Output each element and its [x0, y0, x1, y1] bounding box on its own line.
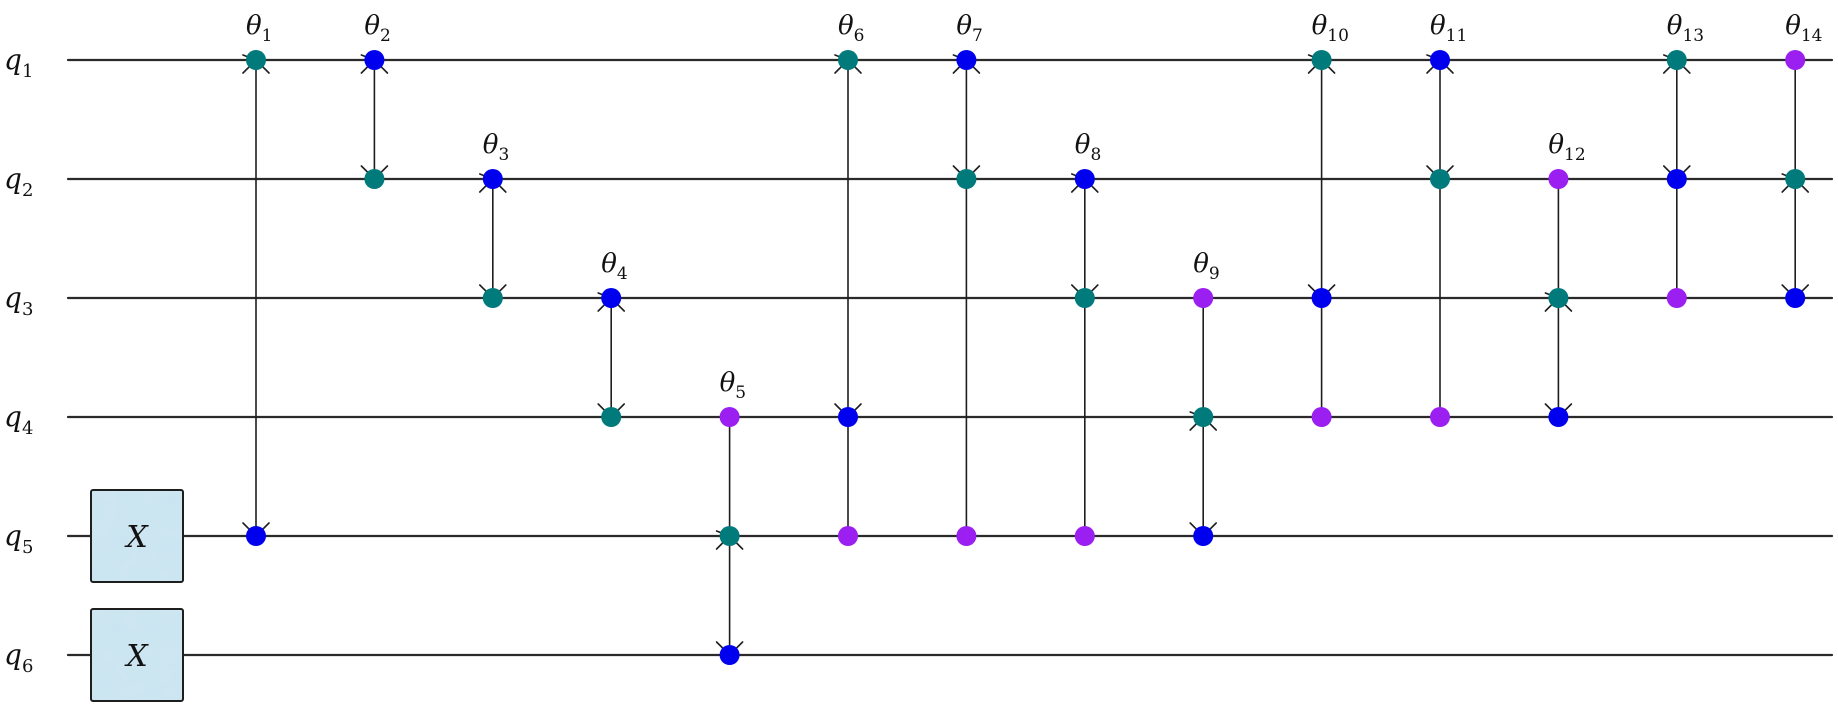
control-node-purple [1074, 526, 1095, 546]
gate-theta-2: θ2 [360, 11, 391, 189]
theta-label-3: θ3 [483, 130, 509, 165]
control-node-teal [246, 50, 266, 70]
gate-theta-13: θ13 [1663, 11, 1704, 308]
x-gate-label-q5: X [124, 520, 149, 555]
control-node-purple [1548, 169, 1569, 189]
qubit-label-q4: q4 [4, 400, 33, 439]
control-node-blue [601, 288, 622, 308]
control-node-blue [1074, 169, 1095, 189]
theta-label-7: θ7 [956, 11, 982, 46]
control-node-teal [1311, 50, 1332, 70]
control-node-teal [719, 526, 740, 546]
control-node-purple [838, 526, 858, 546]
control-node-purple [1193, 288, 1214, 308]
gate-theta-14: θ14 [1781, 11, 1822, 308]
theta-label-12: θ12 [1548, 130, 1585, 165]
control-node-teal [601, 407, 622, 427]
control-node-blue [1548, 407, 1569, 427]
control-node-purple [1785, 50, 1806, 70]
control-node-blue [719, 645, 740, 665]
control-node-blue [364, 50, 385, 70]
control-node-teal [482, 288, 503, 308]
gate-theta-6: θ6 [834, 11, 864, 546]
control-node-blue [1666, 169, 1687, 189]
theta-label-9: θ9 [1193, 249, 1219, 284]
x-gate-q5: X [90, 489, 184, 583]
control-node-teal [1548, 288, 1569, 308]
control-node-blue [246, 526, 266, 546]
control-node-teal [1193, 407, 1214, 427]
control-node-teal [1785, 169, 1806, 189]
control-node-blue [956, 50, 977, 70]
gate-theta-7: θ7 [952, 11, 983, 546]
gate-theta-9: θ9 [1189, 249, 1220, 546]
qubit-label-q2: q2 [4, 162, 33, 201]
control-node-purple [1666, 288, 1687, 308]
theta-label-11: θ11 [1430, 11, 1467, 46]
control-node-purple [1430, 407, 1450, 427]
control-node-blue [838, 407, 858, 427]
theta-label-4: θ4 [601, 249, 627, 284]
control-node-purple [1311, 407, 1332, 427]
control-node-teal [364, 169, 385, 189]
control-node-blue [1430, 50, 1450, 70]
gate-theta-10: θ10 [1307, 11, 1349, 427]
control-node-blue [482, 169, 503, 189]
theta-label-10: θ10 [1312, 11, 1349, 46]
control-node-blue [1193, 526, 1214, 546]
gate-theta-1: θ1 [242, 11, 272, 546]
control-node-blue [1785, 288, 1806, 308]
control-node-purple [956, 526, 977, 546]
qubit-label-q3: q3 [4, 281, 33, 320]
gate-theta-3: θ3 [479, 130, 509, 308]
theta-label-8: θ8 [1075, 130, 1101, 165]
control-node-teal [956, 169, 977, 189]
control-node-teal [1666, 50, 1687, 70]
gate-theta-12: θ12 [1544, 130, 1586, 427]
theta-label-13: θ13 [1667, 11, 1704, 46]
control-node-teal [838, 50, 858, 70]
control-node-purple [719, 407, 740, 427]
qubit-label-q6: q6 [4, 638, 33, 677]
theta-label-6: θ6 [838, 11, 864, 46]
control-node-teal [1074, 288, 1095, 308]
x-gate-label-q6: X [124, 639, 149, 674]
gate-theta-8: θ8 [1071, 130, 1101, 546]
control-node-blue [1311, 288, 1332, 308]
qubit-label-q1: q1 [4, 43, 33, 82]
gate-theta-11: θ11 [1426, 11, 1467, 427]
qubit-label-q5: q5 [4, 519, 33, 558]
theta-label-2: θ2 [364, 11, 390, 46]
gate-theta-4: θ4 [597, 249, 628, 427]
theta-label-1: θ1 [246, 11, 272, 46]
x-gate-q6: X [90, 608, 184, 702]
theta-label-14: θ14 [1785, 11, 1822, 46]
control-node-teal [1430, 169, 1450, 189]
theta-label-5: θ5 [720, 368, 746, 403]
gate-theta-5: θ5 [715, 368, 746, 665]
